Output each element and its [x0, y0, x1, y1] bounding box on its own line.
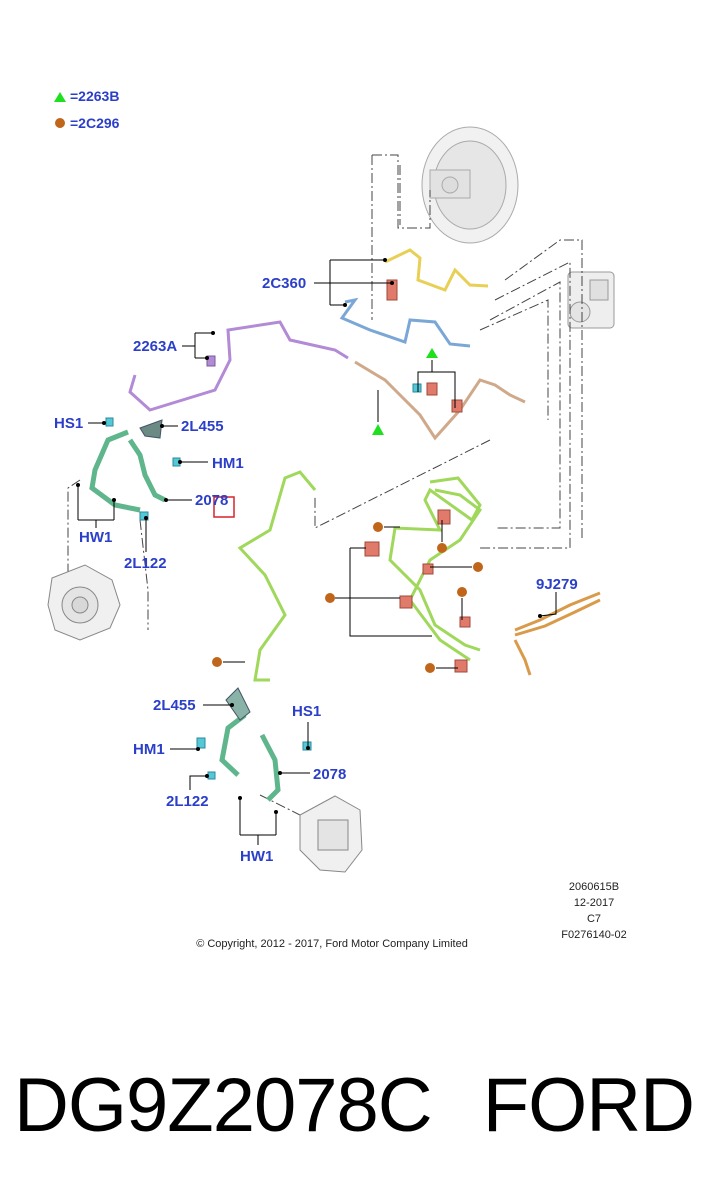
- connection-lines: [67, 154, 583, 840]
- callout-2l122-top: 2L122: [124, 555, 167, 572]
- callout-2078-top: 2078: [195, 492, 228, 509]
- leader-dot: [230, 703, 234, 707]
- leader-dot: [205, 356, 209, 360]
- leader-2263b-1: [417, 360, 456, 408]
- brake-booster: [421, 126, 519, 244]
- drawing-number: 2060615B: [569, 881, 619, 893]
- drawing-file-id: F0276140-02: [561, 929, 626, 941]
- brake-line-purple: [128, 320, 349, 412]
- brake-line-blue: [339, 297, 471, 348]
- leader-dot: [343, 303, 347, 307]
- highlight-box-2078: [213, 496, 235, 518]
- leader-dot: [238, 796, 242, 800]
- abs-module: [567, 271, 615, 329]
- brown-dot-icon: [55, 118, 65, 128]
- callout-hs1-top: HS1: [54, 415, 83, 432]
- brake-line-orange: [513, 591, 601, 676]
- leader-dot: [178, 460, 182, 464]
- part-caption: DG9Z2078C FORD: [0, 1040, 708, 1170]
- brake-hose-bottom: [219, 713, 281, 802]
- brake-line-tan: [354, 360, 526, 441]
- rear-caliper: [299, 795, 363, 873]
- drawing-revision: C7: [587, 913, 601, 925]
- leader-dot: [278, 771, 282, 775]
- leader-dot: [76, 483, 80, 487]
- leader-hw1-bottom: [239, 798, 277, 845]
- leader-2c360: [314, 259, 392, 306]
- green-triangle-icon: [54, 92, 66, 102]
- brake-lines-diagram: =2263B =2C296: [47, 88, 627, 950]
- callout-2078-bottom: 2078: [313, 766, 346, 783]
- fittings: [105, 383, 422, 780]
- legend-item-2263b: =2263B: [70, 88, 119, 104]
- leader-dot: [205, 774, 209, 778]
- front-caliper: [47, 564, 121, 641]
- callout-hs1-bottom: HS1: [292, 703, 321, 720]
- leader-dot: [144, 516, 148, 520]
- callout-2l455-bottom: 2L455: [153, 697, 196, 714]
- copyright-notice: © Copyright, 2012 - 2017, Ford Motor Com…: [196, 938, 468, 950]
- leader-dot: [306, 746, 310, 750]
- legend-item-2c296: =2C296: [70, 115, 120, 131]
- callout-2l122-bottom: 2L122: [166, 793, 209, 810]
- callout-2c360: 2C360: [262, 275, 306, 292]
- callout-hm1-top: HM1: [212, 455, 244, 472]
- leader-dot: [538, 614, 542, 618]
- brake-hose-top: [89, 429, 167, 513]
- callout-hw1-bottom: HW1: [240, 848, 273, 865]
- part-number: DG9Z2078C: [14, 1062, 433, 1148]
- leader-9j279: [539, 592, 557, 617]
- callout-hm1-bottom: HM1: [133, 741, 165, 758]
- marker-2263b-1: [426, 348, 438, 358]
- retaining-clips: [206, 279, 471, 673]
- brand-name: FORD: [482, 1062, 695, 1148]
- drawing-date: 12-2017: [574, 897, 614, 909]
- leader-2263a: [182, 332, 213, 359]
- leader-dot: [196, 747, 200, 751]
- leader-dot: [160, 424, 164, 428]
- bracket-2l455-top: [139, 419, 163, 439]
- marker-2263b-2: [372, 424, 384, 435]
- callout-2l455-top: 2L455: [181, 418, 224, 435]
- leader-dot: [383, 258, 387, 262]
- brake-line-lime: [237, 470, 483, 682]
- brake-line-yellow: [384, 248, 489, 292]
- callout-2263a: 2263A: [133, 338, 177, 355]
- callout-9j279: 9J279: [536, 576, 578, 593]
- leader-dot: [211, 331, 215, 335]
- leader-dot: [164, 498, 168, 502]
- bracket-2l455-bottom: [225, 687, 251, 721]
- leader-dot: [112, 498, 116, 502]
- leader-dot: [274, 810, 278, 814]
- leader-dot: [390, 281, 394, 285]
- markers-2c296: [212, 522, 483, 673]
- legend: =2263B =2C296: [54, 88, 120, 131]
- leader-hw1-top: [77, 485, 115, 528]
- leader-2l122-bottom: [189, 775, 207, 790]
- callout-hw1-top: HW1: [79, 529, 112, 546]
- leader-2c296-group: [335, 547, 432, 637]
- leader-dot: [102, 421, 106, 425]
